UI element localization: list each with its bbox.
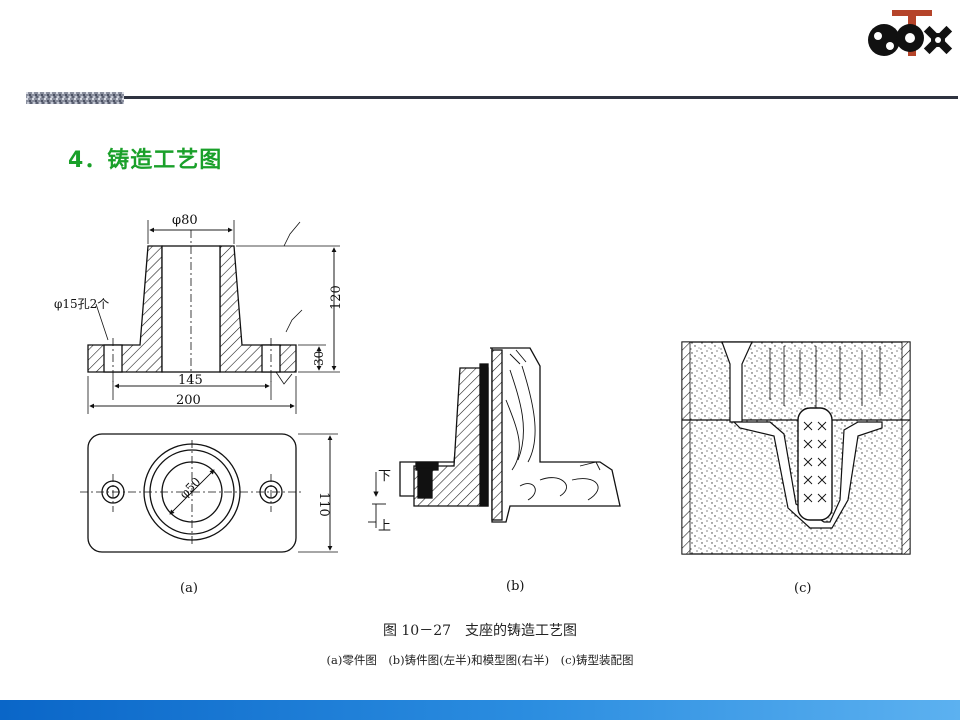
casting-drawing-b: 下 上 (b) — [368, 347, 621, 594]
dim-30: 30 — [312, 351, 326, 366]
dim-110: 110 — [316, 492, 331, 517]
figure-subcaption: (a)零件图 (b)铸件图(左半)和模型图(右半) (c)铸型装配图 — [326, 653, 634, 667]
dim-120: 120 — [329, 285, 344, 310]
label-a: (a) — [180, 581, 198, 596]
dim-phi50: φ50 — [177, 475, 204, 502]
dim-145: 145 — [178, 373, 203, 388]
mould-assembly-c: (c) — [681, 341, 911, 596]
dim-200: 200 — [176, 393, 201, 408]
dim-phi80: φ80 — [172, 213, 198, 228]
dim-holes: φ15孔2个 — [54, 297, 109, 311]
casting-process-diagram: φ80 φ15孔2个 145 200 120 30 — [54, 213, 911, 596]
slide-heading: 4．铸造工艺图 — [68, 148, 223, 173]
label-c: (c) — [794, 581, 811, 596]
label-down: 下 — [378, 469, 391, 484]
label-up: 上 — [378, 519, 391, 534]
part-drawing-a: φ80 φ15孔2个 145 200 120 30 — [54, 213, 344, 596]
header-rule — [26, 92, 958, 104]
figure-caption: 图 10－27 支座的铸造工艺图 — [382, 623, 578, 639]
gear-logo-icon — [868, 10, 953, 56]
label-b: (b) — [506, 579, 524, 594]
bottom-bar — [0, 700, 960, 720]
